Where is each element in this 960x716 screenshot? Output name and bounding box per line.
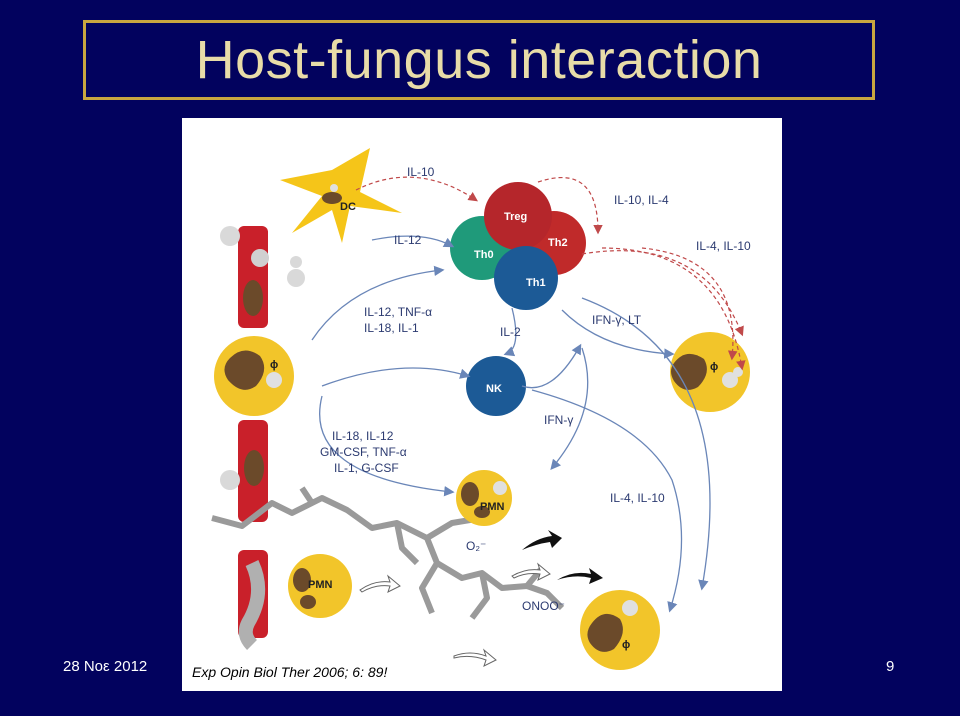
nk-label: NK — [486, 383, 502, 395]
label-o2: O₂⁻ — [466, 539, 486, 553]
label-il10-top: IL-10 — [407, 165, 435, 179]
inhibition-arrows — [355, 176, 746, 371]
title-box: Host-fungus interaction — [83, 20, 875, 100]
ros-outline-arrow-3 — [453, 648, 497, 667]
ros-outline-arrow-1 — [359, 574, 401, 593]
th0-label: Th0 — [474, 249, 494, 261]
dendritic-cell: DC — [280, 148, 402, 243]
ros-arrow-2 — [557, 568, 603, 584]
macrophage-right: ϕ — [670, 332, 750, 412]
fungal-hyphae — [211, 486, 565, 620]
label-il12: IL-12 — [394, 233, 422, 247]
label-il4-il10-right: IL-4, IL-10 — [696, 239, 751, 253]
blood-vessel-middle — [220, 420, 268, 522]
macrophage-bottom: ϕ — [580, 590, 660, 670]
treg-label: Treg — [504, 211, 527, 223]
label-il4-il10-lower: IL-4, IL-10 — [610, 491, 665, 505]
blood-vessel-top — [220, 226, 305, 328]
citation: Exp Opin Biol Ther 2006; 6: 89! — [192, 664, 388, 680]
ros-outline-arrow-2 — [511, 562, 551, 581]
macrophage-left: ϕ — [214, 336, 294, 416]
th1-label: Th1 — [526, 277, 546, 289]
label-il18-il1: IL-18, IL-1 — [364, 321, 419, 335]
label-ifn-lt: IFN-γ, LT — [592, 313, 642, 327]
nk-cell: NK — [466, 356, 526, 416]
pmn-lower: PMN — [288, 554, 352, 618]
signal-arrows — [311, 235, 711, 613]
ros-arrow-1 — [522, 530, 562, 550]
label-il2: IL-2 — [500, 325, 521, 339]
slide-date: 28 Νοε 2012 — [63, 658, 148, 675]
t-cell-cluster: Treg Th0 Th2 Th1 — [450, 182, 586, 310]
label-il1-gcsf: IL-1, G-CSF — [334, 461, 399, 475]
label-il12-tnf: IL-12, TNF-α — [364, 305, 432, 319]
slide-title: Host-fungus interaction — [195, 30, 763, 90]
phi-bottom-label: ϕ — [622, 639, 630, 651]
label-il18-il12: IL-18, IL-12 — [332, 429, 394, 443]
phi-right-label: ϕ — [710, 361, 718, 373]
pmn-lower-label: PMN — [308, 579, 333, 591]
th1-cell — [494, 246, 558, 310]
page-number: 9 — [886, 658, 895, 675]
pmn-upper: PMN — [456, 470, 512, 526]
label-ifn: IFN-γ — [544, 413, 573, 427]
th2-label: Th2 — [548, 237, 568, 249]
diagram-figure: DC Treg Th0 Th2 Th1 NK ϕ — [182, 118, 782, 691]
phi-left-label: ϕ — [270, 359, 278, 371]
label-gmcsf-tnf: GM-CSF, TNF-α — [320, 445, 407, 459]
treg-cell — [484, 182, 552, 250]
blood-vessel-bottom — [238, 550, 268, 650]
diagram-svg: DC Treg Th0 Th2 Th1 NK ϕ — [211, 148, 751, 670]
dc-label: DC — [340, 201, 356, 213]
label-il10-il4: IL-10, IL-4 — [614, 193, 669, 207]
pmn-upper-label: PMN — [480, 501, 505, 513]
label-onoo: ONOO⁻ — [522, 599, 565, 613]
